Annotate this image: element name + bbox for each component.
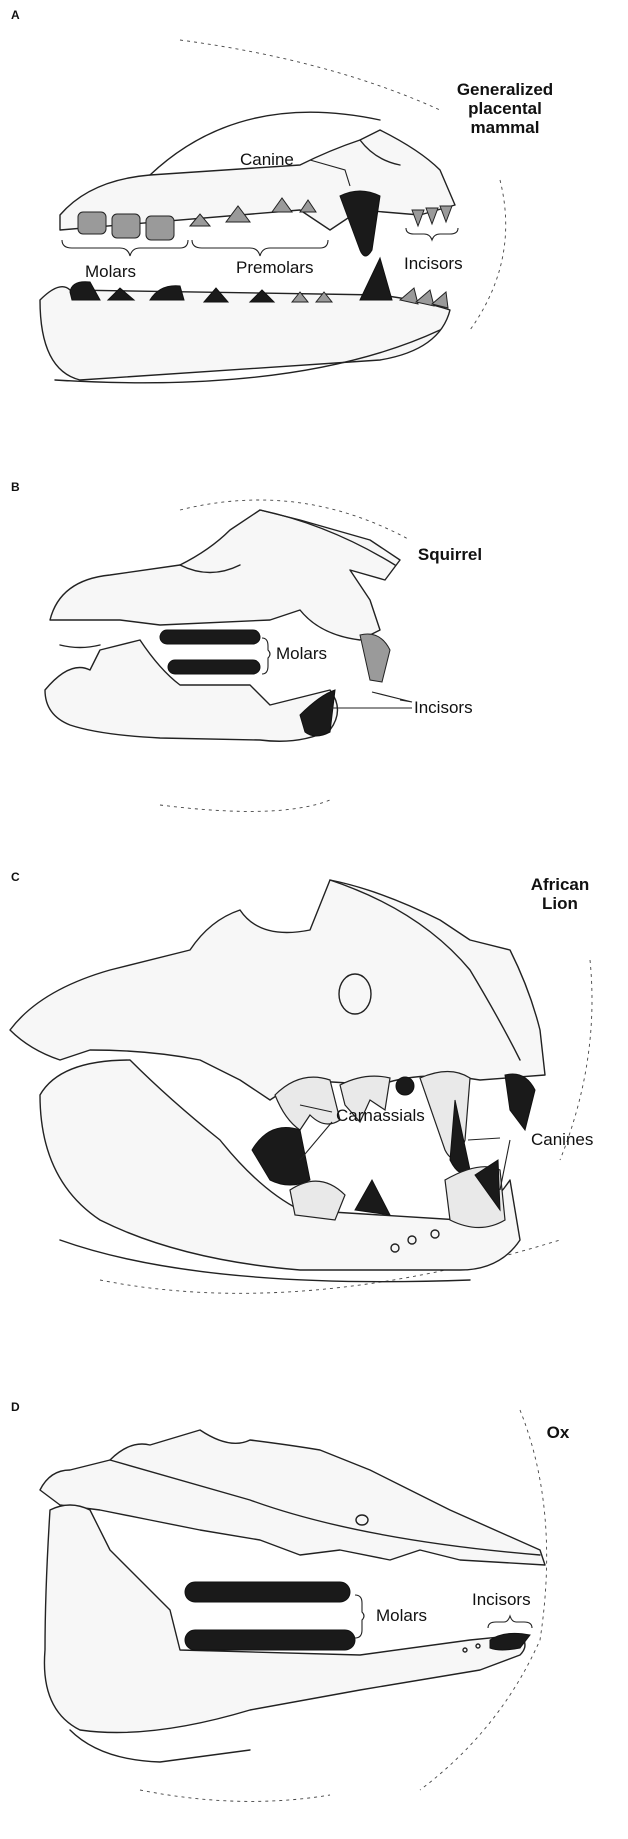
panel-title: Squirrel xyxy=(395,545,505,564)
label-incisors: Incisors xyxy=(472,1590,531,1610)
label-canines: Canines xyxy=(531,1130,593,1150)
panel-letter: C xyxy=(11,870,20,884)
label-carnassials: Carnassials xyxy=(336,1106,425,1126)
title-line: placental xyxy=(440,99,570,118)
panel-letter: B xyxy=(11,480,20,494)
label-canine: Canine xyxy=(240,150,294,170)
generalized-mammal-skull-drawing xyxy=(0,0,628,430)
title-line: Ox xyxy=(528,1423,588,1442)
panel-c: C African Lion Carnassials Canines xyxy=(0,860,628,1320)
label-premolars: Premolars xyxy=(236,258,313,278)
ox-skull-drawing xyxy=(0,1390,628,1839)
panel-b: B Squirrel Molars Incisors xyxy=(0,470,628,850)
panel-d: D Ox Molars Incisors xyxy=(0,1390,628,1839)
panel-a: A Generalized placental mammal Canine Mo… xyxy=(0,0,628,430)
title-line: Squirrel xyxy=(395,545,505,564)
title-line: Lion xyxy=(510,894,610,913)
title-line: African xyxy=(510,875,610,894)
label-incisors: Incisors xyxy=(404,254,463,274)
label-molars: Molars xyxy=(85,262,136,282)
title-line: mammal xyxy=(440,118,570,137)
panel-title: Ox xyxy=(528,1423,588,1442)
label-incisors: Incisors xyxy=(414,698,473,718)
panel-letter: D xyxy=(11,1400,20,1414)
label-molars: Molars xyxy=(276,644,327,664)
label-molars: Molars xyxy=(376,1606,427,1626)
panel-title: African Lion xyxy=(510,875,610,913)
african-lion-skull-drawing xyxy=(0,860,628,1320)
title-line: Generalized xyxy=(440,80,570,99)
panel-title: Generalized placental mammal xyxy=(440,80,570,137)
panel-letter: A xyxy=(11,8,20,22)
